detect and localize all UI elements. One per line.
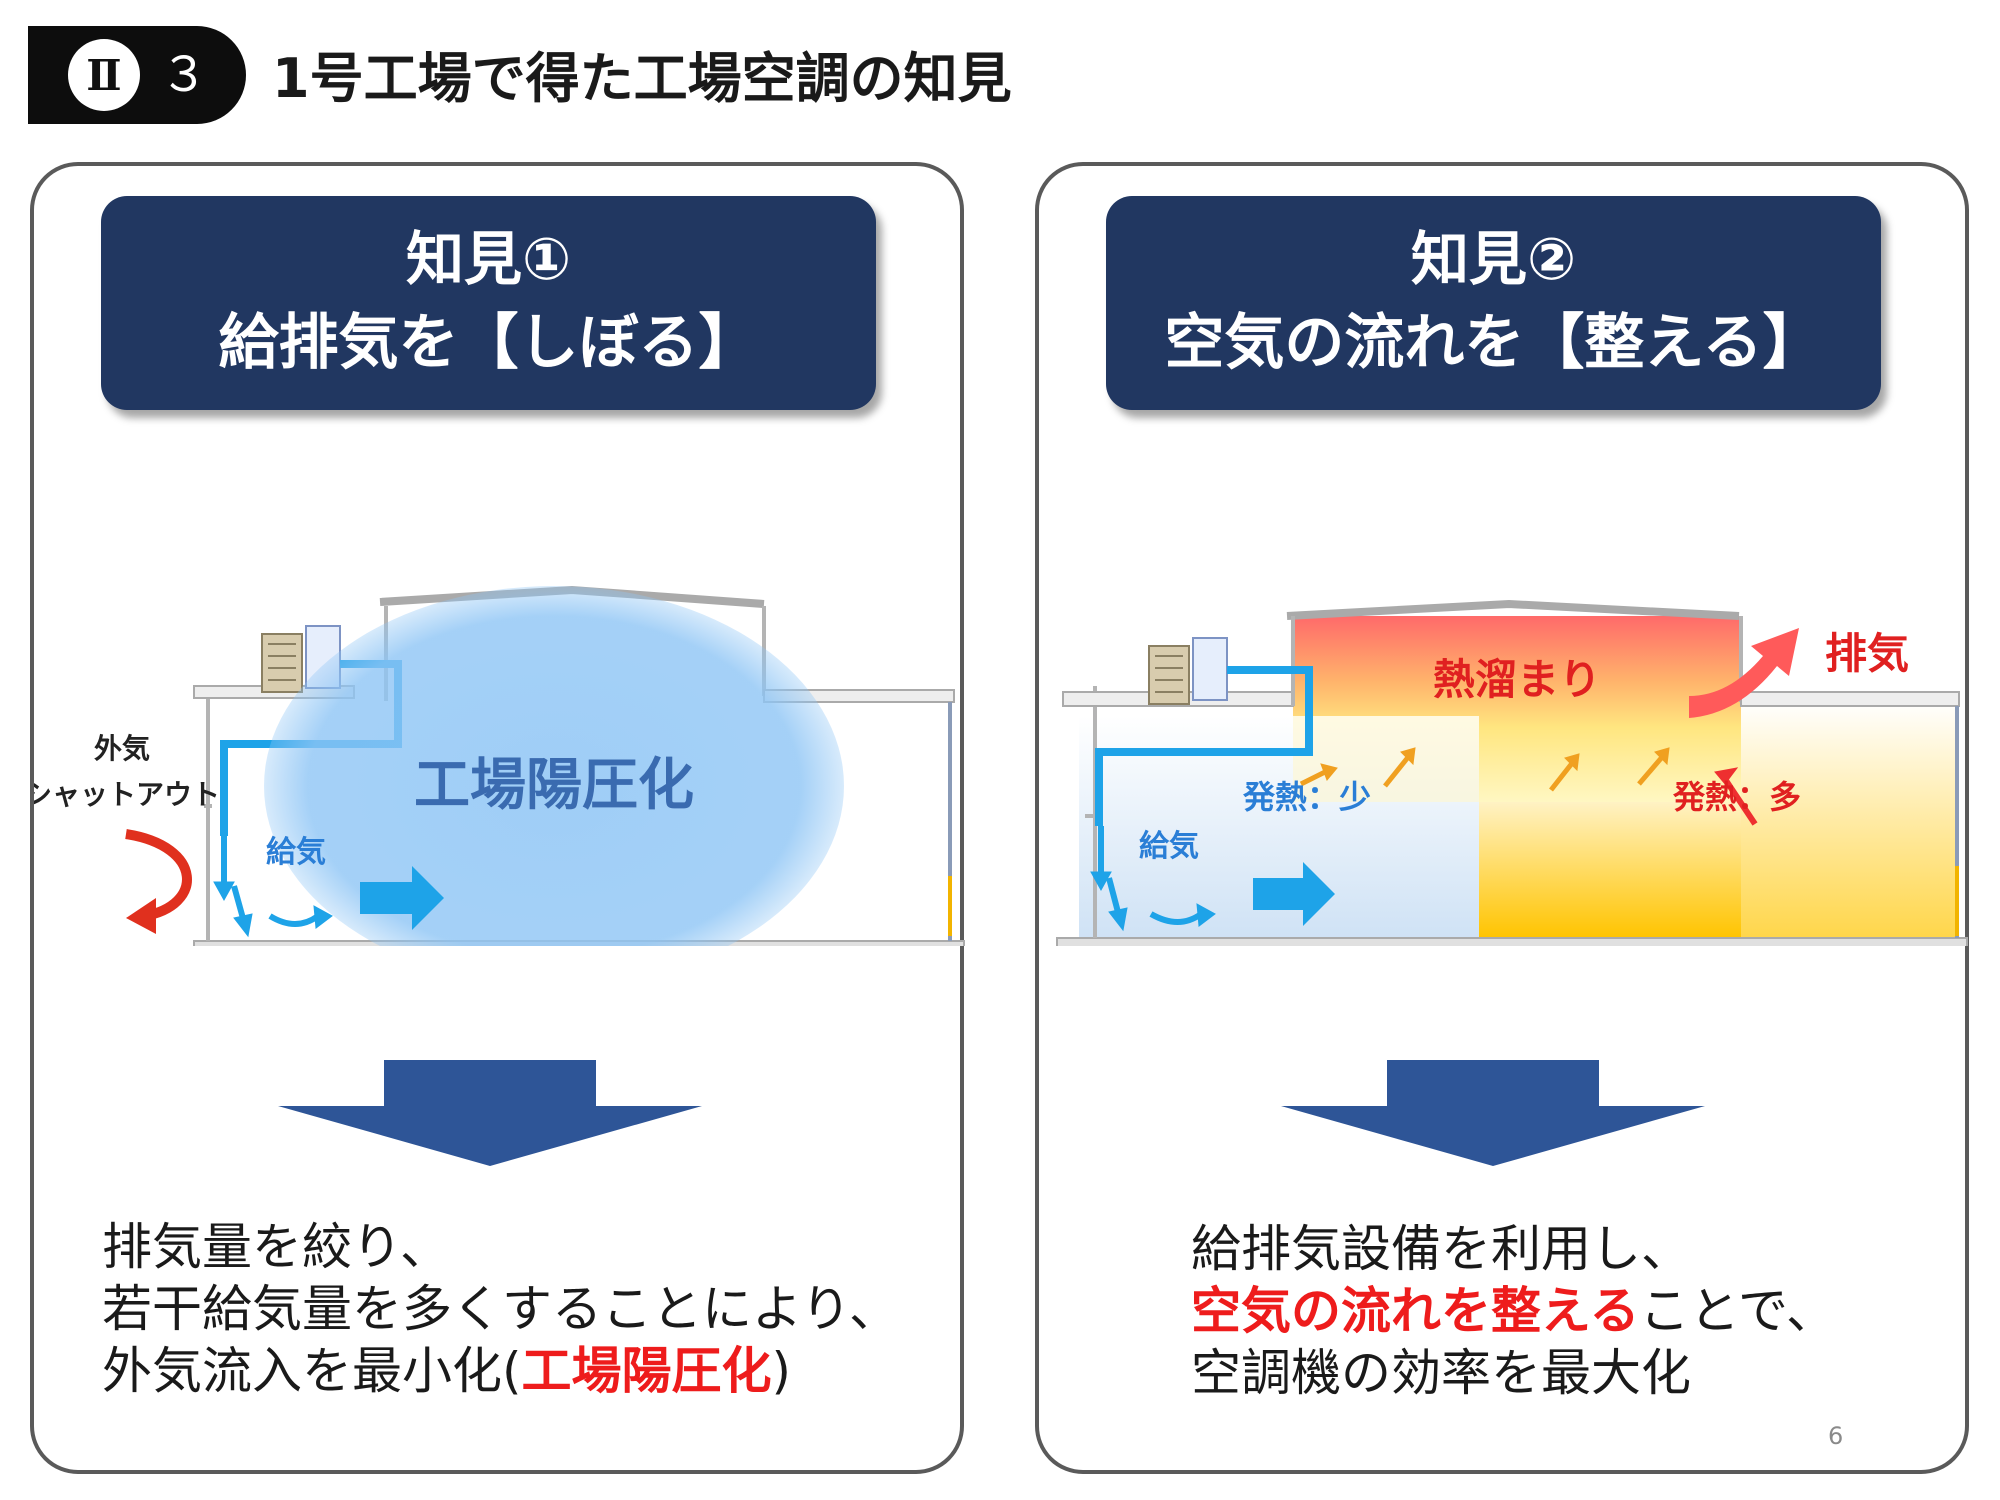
section-number: ３	[160, 47, 209, 103]
factory-airflow-diagram: 熱溜まり 排気 発熱：少 発熱：多 給気	[1056, 599, 1968, 946]
insight-1-panel: 知見① 給排気を【しぼる】	[30, 162, 965, 1474]
outside-air-blocked-arrow-icon	[125, 829, 192, 921]
page-number: 6	[1828, 1422, 1844, 1450]
exhaust-label: 排気	[1825, 630, 1909, 677]
insight-2-heading: 知見②	[1410, 225, 1577, 293]
insight-2-title-box: 知見② 空気の流れを【整える】	[1106, 196, 1881, 410]
insight-2-line-1: 給排気設備を利用し、	[1191, 1220, 1691, 1278]
insight-2-line-2: 空気の流れを整えることで、	[1191, 1280, 1836, 1342]
supply-air-label: 給気	[266, 835, 326, 869]
positive-pressure-bubble	[264, 586, 844, 946]
section-header-badge: Ⅱ ３	[28, 26, 246, 124]
section-roman-numeral: Ⅱ	[68, 39, 140, 111]
insight-1-title-box: 知見① 給排気を【しぼる】	[101, 196, 876, 410]
heat-buildup-label: 熱溜まり	[1433, 656, 1601, 703]
supply-air-arrows-icon-2	[1090, 826, 1335, 932]
insight-1-line-3-text: 外気流入を最小化(	[102, 1342, 522, 1400]
down-arrow-icon	[278, 1060, 702, 1166]
shut-out-label: シャットアウト	[34, 779, 220, 810]
air-handling-unit-icon-2	[1148, 637, 1228, 705]
insight-2-description: 給排気設備を利用し、 空気の流れを整えることで、 空調機の効率を最大化	[1191, 1218, 1836, 1404]
insight-1-heading: 知見①	[405, 225, 572, 293]
supply-air-label-2: 給気	[1139, 829, 1199, 863]
right-wing-zone	[1741, 702, 1957, 938]
insight-1-line-3-close: )	[771, 1342, 792, 1400]
insight-1-line-1: 排気量を絞り、	[102, 1218, 450, 1276]
insight-2-line-2-text: ことで、	[1639, 1282, 1837, 1340]
supply-air-arrows-icon	[213, 836, 444, 938]
insight-1-line-2: 若干給気量を多くすることにより、	[102, 1280, 899, 1338]
high-heat-zone	[1479, 802, 1741, 938]
rising-heat-arrows-icon	[1299, 747, 1758, 826]
insight-1-description: 排気量を絞り、 若干給気量を多くすることにより、 外気流入を最小化(工場陽圧化)	[102, 1216, 899, 1402]
insight-1-subheading: 給排気を【しぼる】	[218, 308, 759, 378]
low-heat-label: 発熱：少	[1242, 779, 1371, 815]
insight-2-line-3: 空調機の効率を最大化	[1191, 1344, 1691, 1402]
page-title: 1号工場で得た工場空調の知見	[272, 47, 1012, 110]
exhaust-arrow-icon	[1689, 628, 1799, 718]
factory-positive-pressure-diagram: 工場陽圧化 外気 シャットアウト 給気	[34, 585, 965, 946]
outside-air-label: 外気	[94, 733, 150, 764]
high-heat-label: 発熱：多	[1672, 779, 1801, 815]
down-arrow-icon-2	[1281, 1060, 1705, 1166]
insight-1-emphasis: 工場陽圧化	[521, 1342, 772, 1400]
insight-2-panel: 知見② 空気の流れを【整える】	[1035, 162, 1969, 1474]
supply-duct-2	[1095, 666, 1313, 826]
insight-1-line-3: 外気流入を最小化(工場陽圧化)	[102, 1340, 899, 1402]
positive-pressure-label: 工場陽圧化	[414, 753, 694, 816]
insight-2-subheading: 空気の流れを【整える】	[1164, 308, 1823, 378]
insight-2-emphasis: 空気の流れを整える	[1191, 1282, 1640, 1340]
